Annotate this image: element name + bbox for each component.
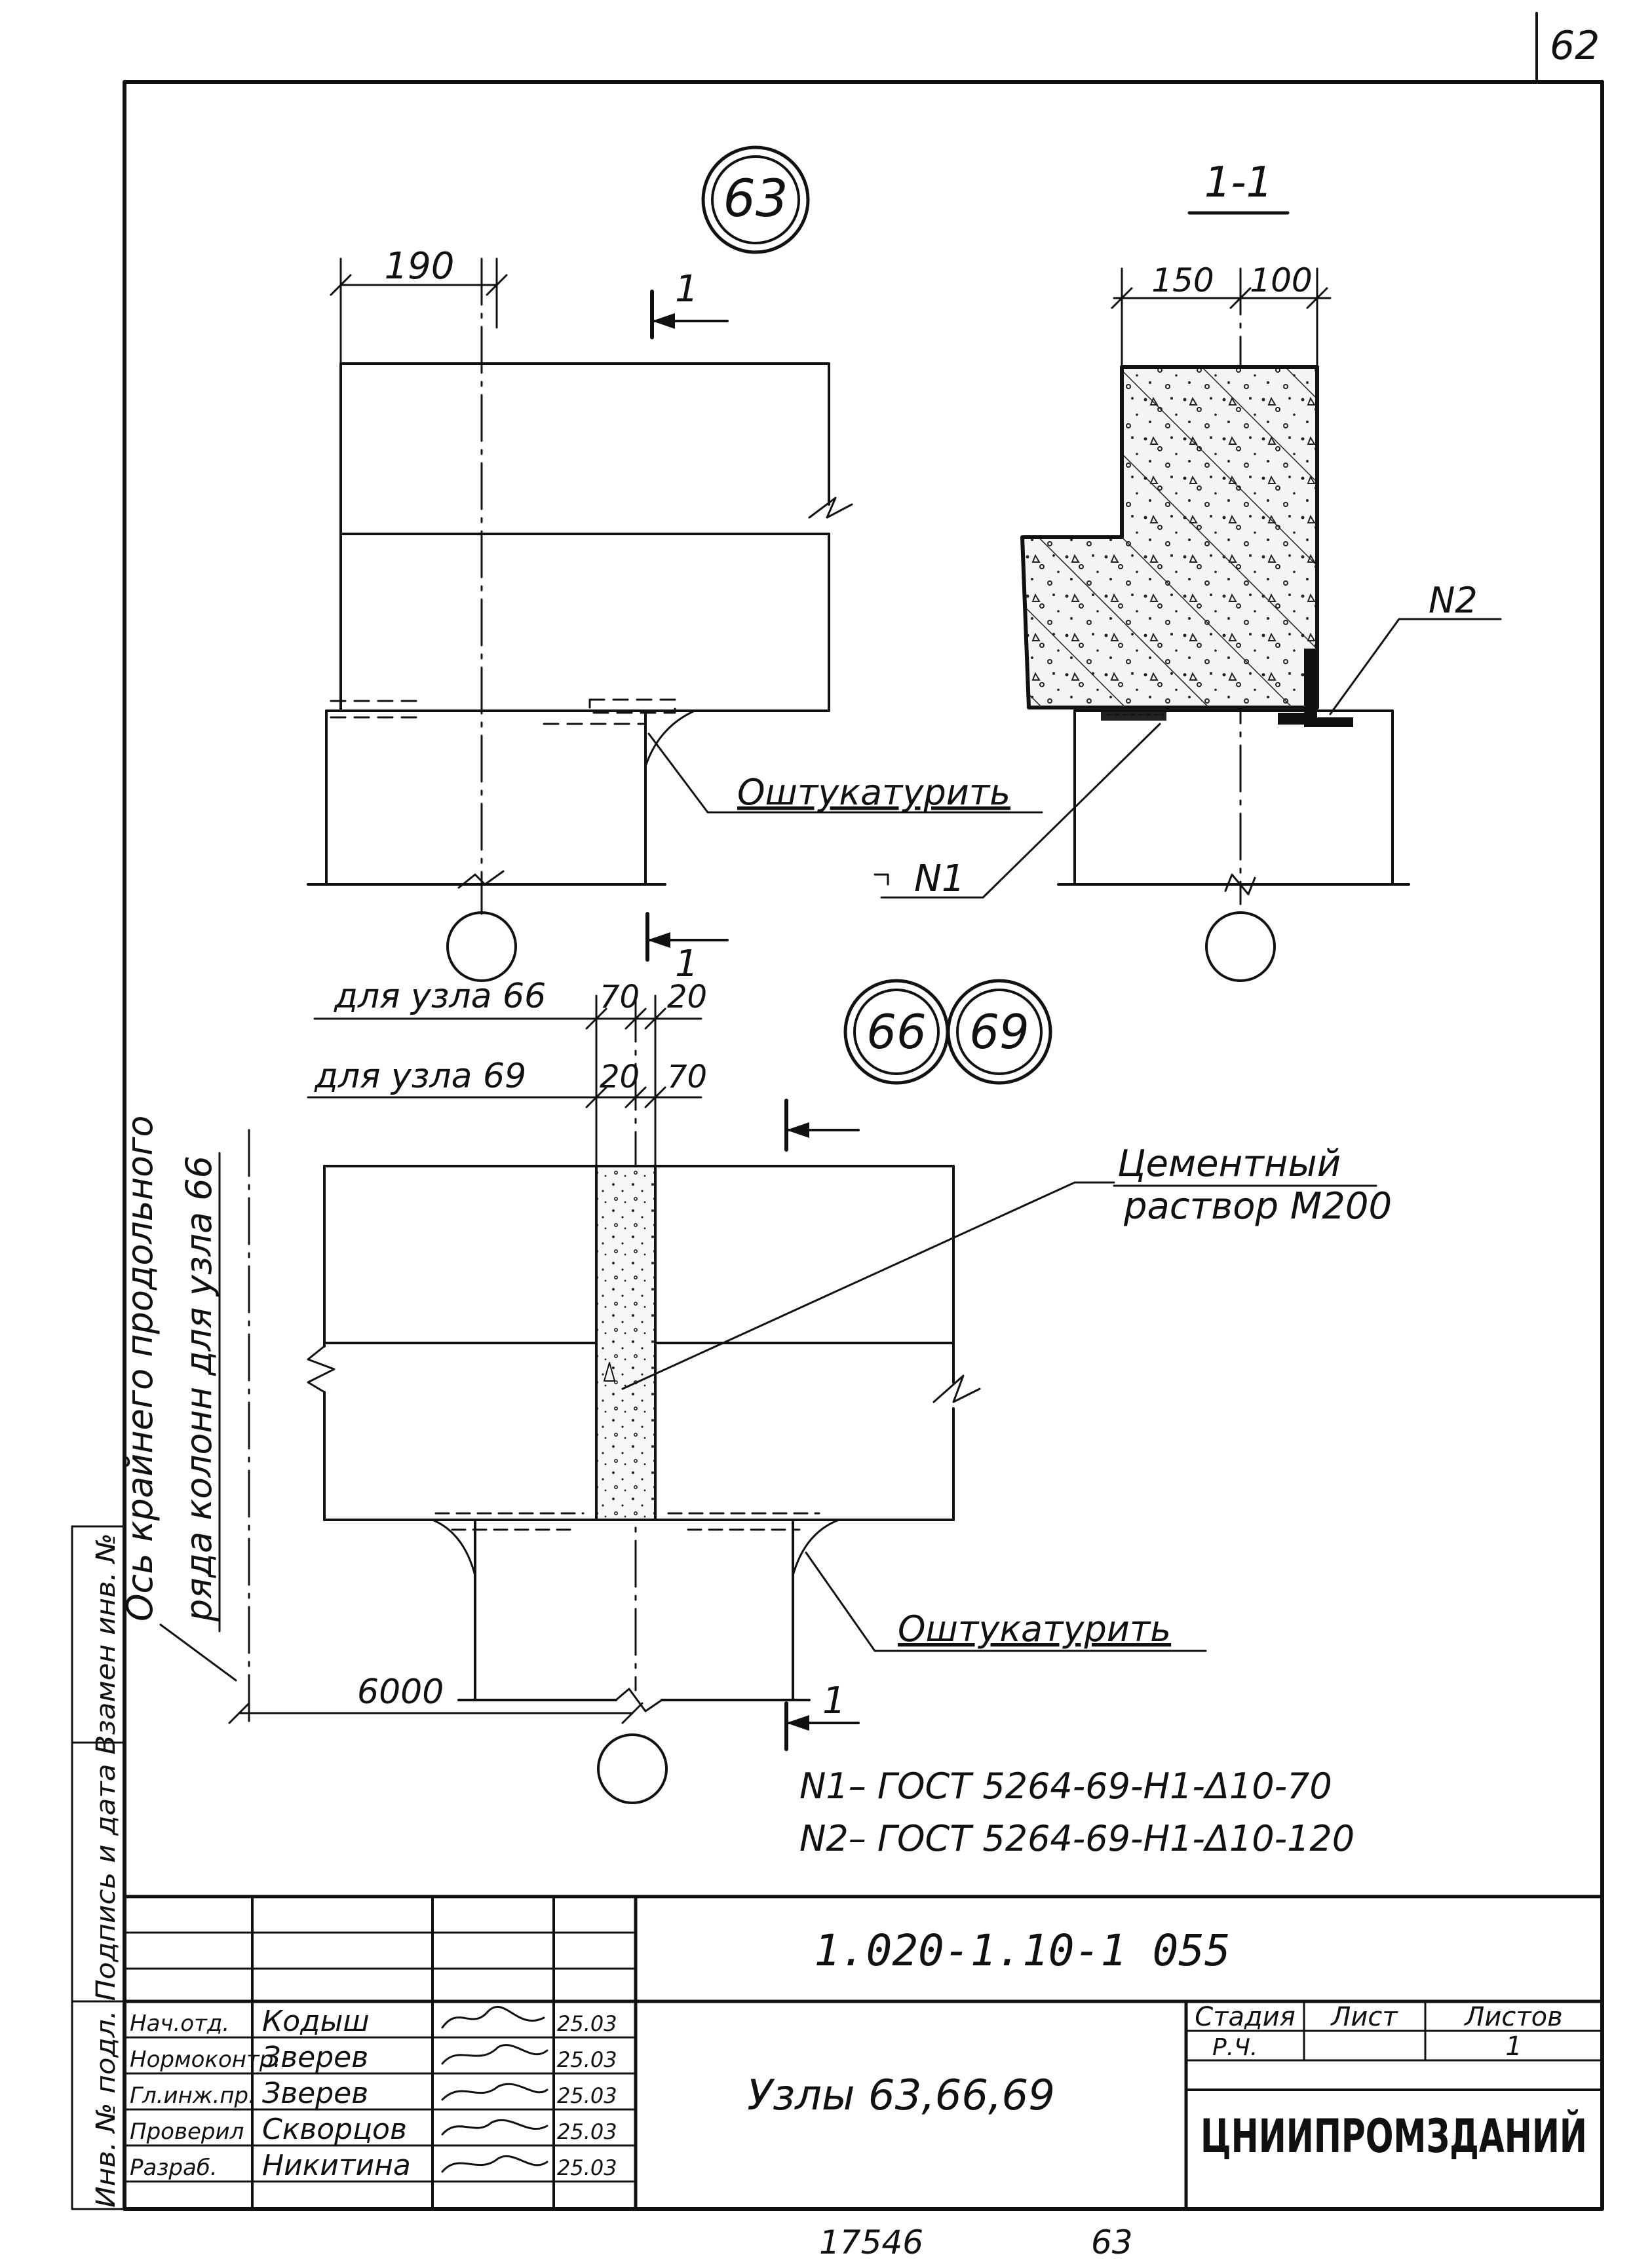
node-63-badge: 63 <box>723 170 788 229</box>
marker-n2: N2 <box>1429 580 1478 621</box>
mortar-label-line-1: Цементный <box>1117 1143 1341 1185</box>
stage-header: Стадия <box>1195 2002 1295 2032</box>
signature-name: Зверев <box>262 2077 368 2110</box>
signature-row: Гл.инж.пр. Зверев 25.03 <box>130 2077 617 2110</box>
signature-date: 25.03 <box>557 2083 617 2108</box>
organization-name: ЦНИИПРОМЗДАНИЙ <box>1201 2109 1587 2163</box>
drawing-frame <box>123 80 1604 2211</box>
signature-name: Кодыш <box>262 2005 370 2038</box>
footer-left: 17546 <box>819 2223 923 2261</box>
mortar-label-line-2: раствор М200 <box>1123 1185 1392 1228</box>
section-mark-bottom-1: 1 <box>822 1680 846 1722</box>
marker-n1: N1 <box>914 858 965 900</box>
signature-role: Разраб. <box>130 2155 218 2181</box>
node-63-section-mark: 1 <box>675 268 699 311</box>
axis-label-line-1: Ось крайнего продольного <box>119 1116 161 1621</box>
node-63-callout: Оштукатурить <box>737 772 1010 813</box>
footer-right: 63 <box>1091 2223 1133 2261</box>
section-title: 1-1 <box>1204 159 1273 207</box>
signature-date: 25.03 <box>557 2155 617 2180</box>
node-63-detail: 63 190 1 Оштукат <box>307 145 1043 982</box>
axis-label-line-2: ряда колонн для узла 66 <box>178 1156 220 1622</box>
node-66-badge: 66 <box>866 1004 927 1059</box>
signature-row: Проверил Скворцов 25.03 <box>130 2113 617 2146</box>
sheets-value: 1 <box>1505 2032 1522 2062</box>
dim-6000: 6000 <box>357 1673 444 1712</box>
section-mark-top-1: 1 <box>675 943 699 985</box>
spec-n2: N2– ГОСТ 5264-69-Н1-Δ10-120 <box>799 1818 1354 1859</box>
document-code: 1.020-1.10-1 055 <box>814 1925 1231 1976</box>
signature-role: Нач.отд. <box>130 2011 229 2037</box>
sheets-header: Листов <box>1463 2002 1562 2032</box>
document-title: Узлы 63,66,69 <box>747 2071 1055 2120</box>
node-63-dim-190: 190 <box>385 245 455 288</box>
signature-row: Нормоконтр. Зверев 25.03 <box>130 2041 617 2074</box>
dim-70-bottom: 70 <box>667 1059 707 1095</box>
signature-role: Гл.инж.пр. <box>130 2083 256 2109</box>
specifications: N1– ГОСТ 5264-69-Н1-Δ10-70 N2– ГОСТ 5264… <box>799 1766 1354 1859</box>
note-node-66: для узла 66 <box>334 977 546 1016</box>
signature-date: 25.03 <box>557 2047 617 2072</box>
signature-name: Никитина <box>262 2149 411 2182</box>
sheet-number: 62 <box>1550 23 1600 69</box>
sheet-header: Лист <box>1330 2002 1398 2032</box>
signature-date: 25.03 <box>557 2119 617 2144</box>
title-block: Нач.отд. Кодыш 25.03 Нормоконтр. Зверев … <box>71 1525 1604 2211</box>
side-stamp: Инв. № подл. Подпись и дата Взамен инв. … <box>91 1533 121 2208</box>
signature-name: Зверев <box>262 2041 368 2074</box>
section-1-1-detail: 1-1 150 100 N2 N1 <box>874 159 1502 982</box>
dim-20-bottom: 20 <box>600 1059 640 1095</box>
node-66-69-detail: 66 69 1 для узла 66 70 20 для узла 69 20… <box>119 912 1392 1804</box>
node-66-69-callout: Оштукатурить <box>898 1608 1171 1650</box>
signature-row: Разраб. Никитина 25.03 <box>130 2149 617 2182</box>
note-node-69: для узла 69 <box>314 1057 526 1096</box>
spec-n1: N1– ГОСТ 5264-69-Н1-Δ10-70 <box>799 1766 1332 1807</box>
signature-role: Проверил <box>130 2119 244 2145</box>
signature-role: Нормоконтр. <box>130 2047 280 2073</box>
dim-20-top: 20 <box>667 979 707 1015</box>
signature-date: 25.03 <box>557 2011 617 2036</box>
signature-name: Скворцов <box>262 2113 407 2146</box>
section-dim-150: 150 <box>1151 261 1214 299</box>
signature-row: Нач.отд. Кодыш 25.03 <box>130 2005 617 2038</box>
section-dim-100: 100 <box>1250 261 1312 299</box>
stage-value: Р.Ч. <box>1212 2034 1258 2061</box>
node-69-badge: 69 <box>969 1004 1029 1059</box>
